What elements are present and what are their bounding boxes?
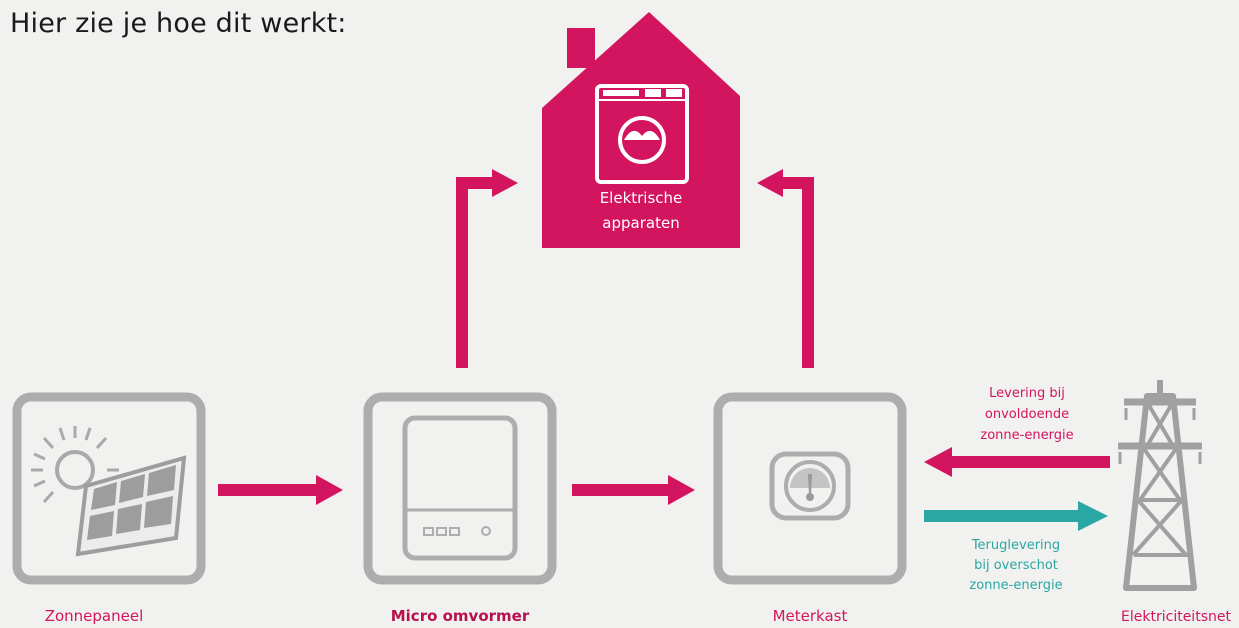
chimney xyxy=(567,28,595,68)
arrow-inverter-to-meter xyxy=(572,475,695,505)
solar-panel-icon xyxy=(75,455,187,557)
delivery-label-line2: onvoldoende xyxy=(985,407,1069,422)
meter-cabinet-node xyxy=(713,392,907,585)
arrow-meter-to-house xyxy=(757,169,814,368)
delivery-label-line3: zonne-energie xyxy=(980,428,1073,443)
return-label-line3: zonne-energie xyxy=(969,578,1062,593)
solar-panel-label: Zonnepaneel xyxy=(45,607,144,625)
meter-gauge-icon xyxy=(769,451,851,521)
inverter-icon xyxy=(402,415,518,561)
page-heading: Hier zie je hoe dit werkt: xyxy=(10,8,347,39)
arrow-grid-return xyxy=(924,501,1108,531)
meter-cabinet-label: Meterkast xyxy=(773,607,848,625)
washing-machine-icon xyxy=(595,84,689,184)
house-label-line2: apparaten xyxy=(602,214,679,232)
delivery-label-line1: Levering bij xyxy=(989,386,1065,401)
house-icon: Elektrische apparaten xyxy=(542,12,740,248)
house-shape xyxy=(542,12,740,248)
solar-panel-node xyxy=(12,392,206,585)
power-pylon-icon xyxy=(1118,380,1202,591)
return-label-line1: Teruglevering xyxy=(971,538,1060,553)
arrow-panel-to-inverter xyxy=(218,475,343,505)
micro-inverter-label: Micro omvormer xyxy=(391,607,530,625)
return-label-line2: bij overschot xyxy=(974,558,1058,573)
arrow-grid-delivery xyxy=(924,447,1110,477)
sun-icon xyxy=(31,426,119,504)
arrow-inverter-to-house xyxy=(456,169,518,368)
return-label: Teruglevering bij overschot zonne-energi… xyxy=(969,538,1062,593)
delivery-label: Levering bij onvoldoende zonne-energie xyxy=(980,386,1073,443)
micro-inverter-node xyxy=(363,392,557,585)
grid-label: Elektriciteitsnet xyxy=(1121,609,1231,625)
house-label-line1: Elektrische xyxy=(600,189,683,207)
